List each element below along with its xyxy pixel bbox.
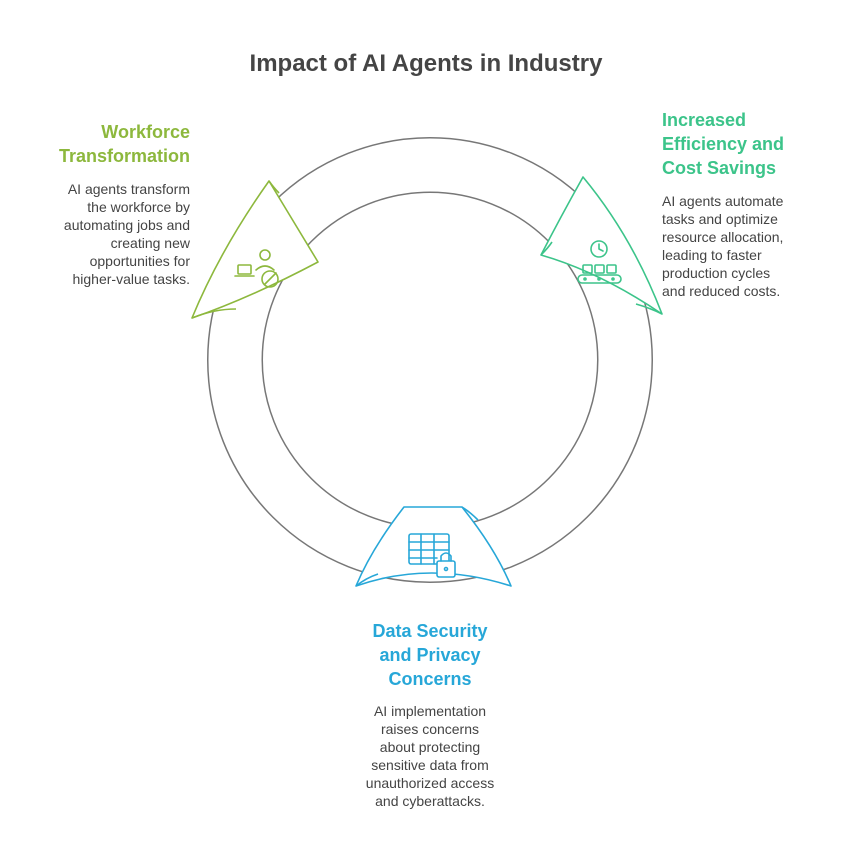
table-lock-icon: [408, 533, 456, 578]
efficiency-arrow: [540, 176, 663, 315]
diagram-title: Impact of AI Agents in Industry: [249, 50, 603, 77]
security-description: AI implementation raises concerns about …: [365, 703, 495, 809]
efficiency-title: Increased Efficiency and Cost Savings: [662, 110, 785, 178]
security-arrow: [355, 506, 512, 587]
workforce-arrow: [191, 180, 319, 319]
security-title: Data Security and Privacy Concerns: [372, 621, 488, 689]
workforce-title: Workforce Transformation: [58, 122, 190, 166]
clock-conveyor-icon: [577, 240, 622, 284]
worker-laptop-icon: [234, 249, 279, 288]
workforce-description: AI agents transform the workforce by aut…: [63, 181, 190, 287]
efficiency-description: AI agents automate tasks and optimize re…: [662, 193, 784, 299]
